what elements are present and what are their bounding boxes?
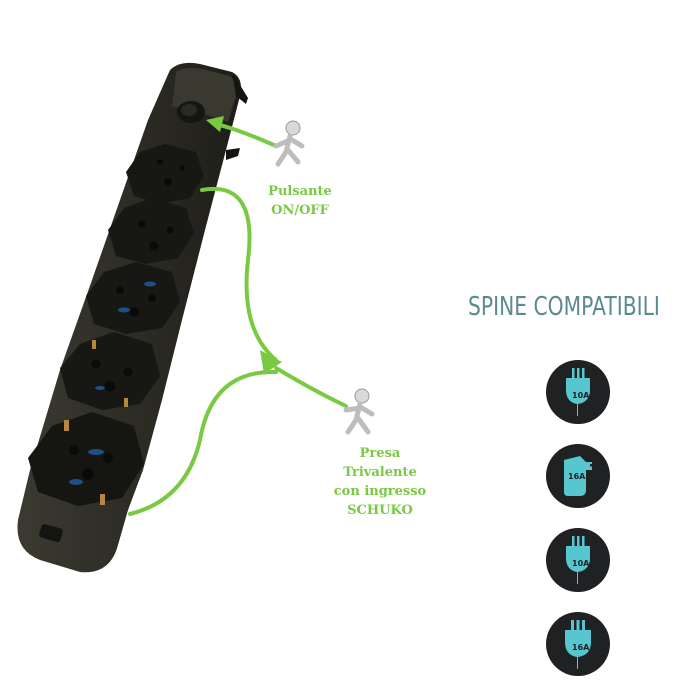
on-off-switch: [177, 101, 205, 123]
figure-socket: [343, 388, 375, 435]
socket-label-line1: Presa: [359, 446, 401, 461]
plug-badge-2: 16A: [546, 444, 610, 508]
plug-rating-4: 16A: [572, 643, 590, 652]
plug-badge-4: 16A: [546, 612, 610, 676]
cord-exit: [39, 523, 63, 543]
socket-5-schuko: [28, 412, 144, 506]
socket-callout-label: Presa Trivalente con ingresso SCHUKO: [322, 444, 438, 520]
socket-4: [60, 332, 160, 410]
callout-arrowheads: [206, 116, 282, 374]
italian-plug-icon: [565, 620, 591, 669]
figure-switch: [273, 120, 305, 167]
socket-label-line2: Trivalente: [343, 465, 417, 480]
socket-callout-line-bottom: [128, 369, 278, 516]
compatible-plugs-title: SPINE COMPATIBILI: [468, 292, 660, 322]
socket-1: [126, 144, 204, 204]
socket-label-line4: SCHUKO: [347, 503, 413, 518]
plug-badge-3: 10A: [546, 528, 610, 592]
switch-label-line2: ON/OFF: [271, 203, 329, 218]
socket-callout-line-main: [274, 366, 348, 408]
italian-plug-icon: [566, 536, 590, 584]
callout-lines: [128, 122, 348, 516]
plug-badge-1: 10A: [546, 360, 610, 424]
socket-label-line3: con ingresso: [333, 484, 427, 499]
socket-3: [86, 262, 180, 334]
schuko-plug-icon: [564, 456, 598, 496]
socket-2: [108, 198, 194, 264]
plug-rating-3: 10A: [572, 559, 590, 568]
socket-callout-line-top: [200, 186, 278, 362]
italian-plug-icon: [566, 368, 590, 416]
plug-rating-1: 10A: [572, 391, 590, 400]
plug-rating-2: 16A: [568, 472, 586, 481]
switch-label-line1: Pulsante: [268, 184, 332, 199]
switch-callout-label: Pulsante ON/OFF: [254, 182, 346, 220]
